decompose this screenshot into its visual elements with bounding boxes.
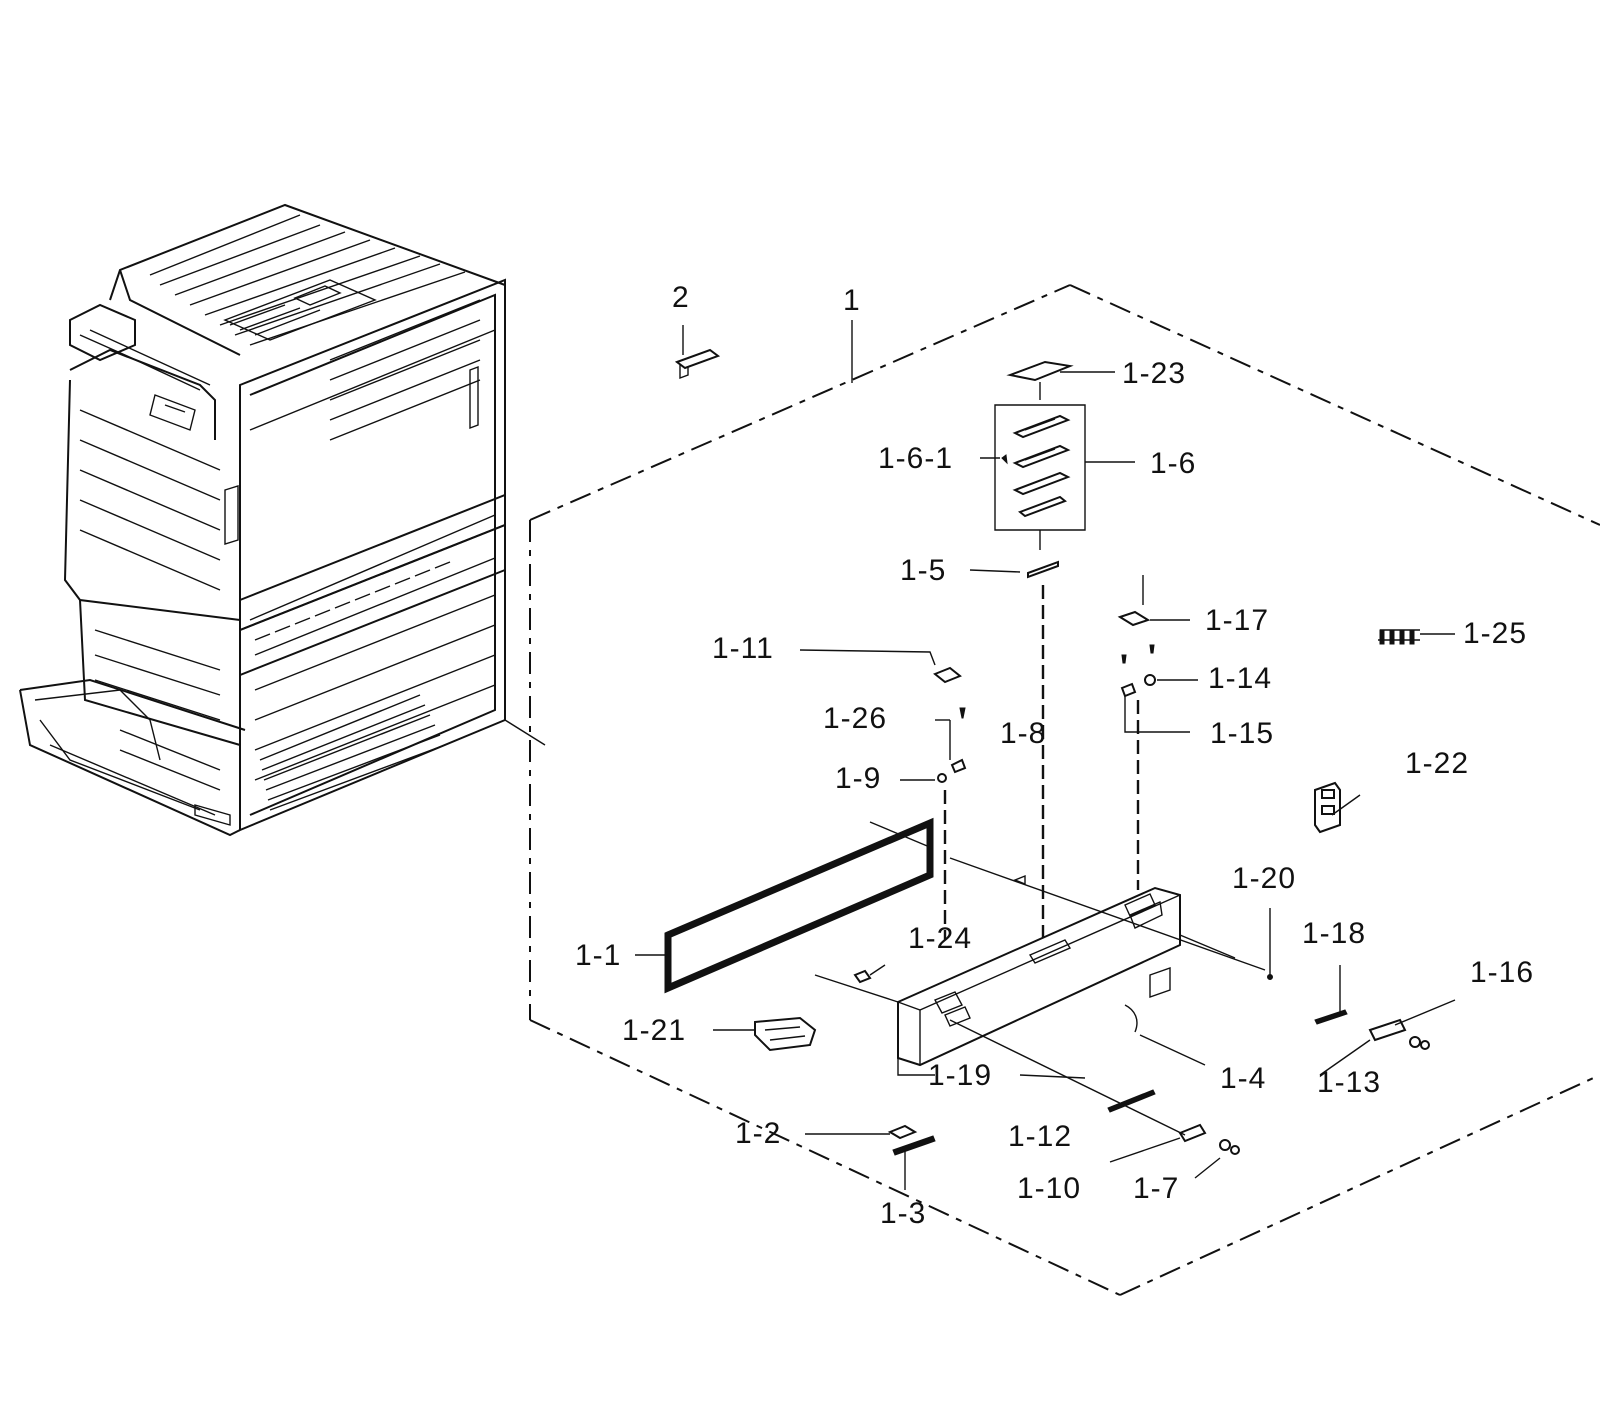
part-1-24	[853, 964, 886, 984]
label-2: 2	[672, 281, 690, 314]
label-1-15: 1-15	[1210, 717, 1274, 750]
label-1-10: 1-10	[1017, 1172, 1081, 1205]
label-1-22: 1-22	[1405, 747, 1469, 780]
label-1-14: 1-14	[1208, 662, 1272, 695]
part-1-21-bracket	[713, 1016, 817, 1052]
label-1-7: 1-7	[1133, 1172, 1179, 1205]
label-1-6-1: 1-6-1	[878, 442, 953, 475]
label-1-13: 1-13	[1317, 1066, 1381, 1099]
label-1-3: 1-3	[880, 1197, 926, 1230]
label-1-1: 1-1	[575, 939, 621, 972]
label-1-11: 1-11	[712, 632, 774, 665]
part-1-22-bracket	[1314, 781, 1361, 834]
label-1-17: 1-17	[1205, 604, 1269, 637]
label-1-26: 1-26	[823, 702, 887, 735]
label-1-9: 1-9	[835, 762, 881, 795]
label-1: 1	[843, 284, 861, 317]
leader-1-19	[897, 1040, 1086, 1079]
label-1-8: 1-8	[1000, 717, 1046, 750]
part-1-11-column	[799, 649, 967, 940]
part-1-5-strip	[969, 560, 1059, 579]
part-1-12-column	[949, 1019, 1240, 1179]
label-1-4: 1-4	[1220, 1062, 1266, 1095]
label-1-24: 1-24	[908, 922, 972, 955]
label-1-20: 1-20	[1232, 862, 1296, 895]
part-1-17-column	[1117, 575, 1198, 890]
part-main-crossbar	[814, 857, 1266, 1067]
label-1-23: 1-23	[1122, 357, 1186, 390]
part-2-bracket	[674, 325, 721, 380]
label-1-25: 1-25	[1463, 617, 1527, 650]
part-1-20	[1267, 908, 1273, 980]
part-1-23-cover	[1006, 360, 1115, 400]
label-1-21: 1-21	[622, 1014, 686, 1047]
callout-labels: 2 1 1-23 1-6-1 1-6 1-5 1-17 1-25 1-11 1-…	[575, 281, 1534, 1230]
label-1-16: 1-16	[1470, 956, 1534, 989]
label-1-2: 1-2	[735, 1117, 781, 1150]
part-1-25-screws	[1378, 629, 1455, 645]
label-1-5: 1-5	[900, 554, 946, 587]
label-1-6: 1-6	[1150, 447, 1196, 480]
part-1-18-column	[1314, 965, 1456, 1076]
label-1-12: 1-12	[1008, 1120, 1072, 1153]
refrigerator-cabinet	[19, 203, 546, 837]
part-1-2-column	[805, 1124, 936, 1190]
label-1-19: 1-19	[928, 1059, 992, 1092]
label-1-18: 1-18	[1302, 917, 1366, 950]
assembly-boundary	[529, 284, 1600, 1296]
part-1-6-group	[980, 404, 1135, 550]
part-1-4-wire	[1124, 1004, 1206, 1066]
part-1-1-frame	[635, 817, 934, 994]
